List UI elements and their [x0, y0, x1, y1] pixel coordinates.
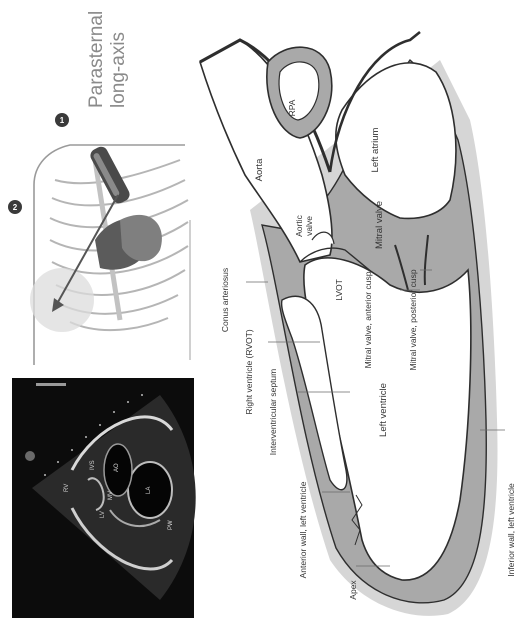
- label-interventricular-septum: Interventricular septum: [268, 369, 278, 455]
- label-inferior-wall: Inferior wall, left ventricle: [506, 483, 516, 577]
- title-line-1: Parasternal: [86, 11, 107, 108]
- echo-label-la: LA: [146, 487, 152, 494]
- echo-label-mv: MV: [108, 491, 114, 500]
- label-aortic-valve-line1: Aortic: [294, 214, 304, 236]
- label-apex: Apex: [348, 580, 358, 600]
- label-aortic-valve-line2: valve: [304, 216, 314, 236]
- label-mitral-anterior-cusp: Mitral valve, anterior cusp: [363, 271, 373, 368]
- echocardiogram-image: RV IVS LV LA AO MV PW: [12, 378, 196, 618]
- heart-long-axis-diagram: RPA Aorta Left atrium Aortic valve Mitra…: [200, 32, 516, 616]
- svg-text:2: 2: [13, 203, 18, 212]
- ribcage-probe-illustration: [30, 144, 190, 365]
- label-conus-arteriosus: Conus arteriosus: [220, 268, 230, 332]
- echo-label-lv: LV: [100, 511, 106, 518]
- label-left-atrium: Left atrium: [370, 127, 381, 172]
- label-anterior-wall: Anterior wall, left ventricle: [298, 481, 308, 578]
- echo-label-pw: PW: [168, 520, 174, 530]
- label-rpa: RPA: [287, 99, 297, 116]
- title: Parasternal long-axis: [86, 11, 129, 108]
- label-mitral-posterior-cusp: Mitral valve, posterior cusp: [408, 269, 418, 370]
- step-badge-2: 2: [8, 200, 22, 214]
- step-badge-1: 1: [55, 113, 69, 127]
- svg-text:1: 1: [60, 116, 65, 125]
- label-lvot: LVOT: [334, 279, 344, 301]
- title-line-2: long-axis: [108, 32, 129, 108]
- echo-label-ivs: IVS: [90, 460, 96, 470]
- label-left-ventricle: Left ventricle: [378, 383, 389, 437]
- echo-label-rv: RV: [64, 484, 70, 492]
- label-mitral-valve: Mitral valve: [374, 201, 385, 249]
- label-aorta: Aorta: [254, 158, 265, 181]
- label-right-ventricle: Right ventricle (RVOT): [244, 329, 254, 415]
- echo-label-ao: AO: [114, 463, 120, 472]
